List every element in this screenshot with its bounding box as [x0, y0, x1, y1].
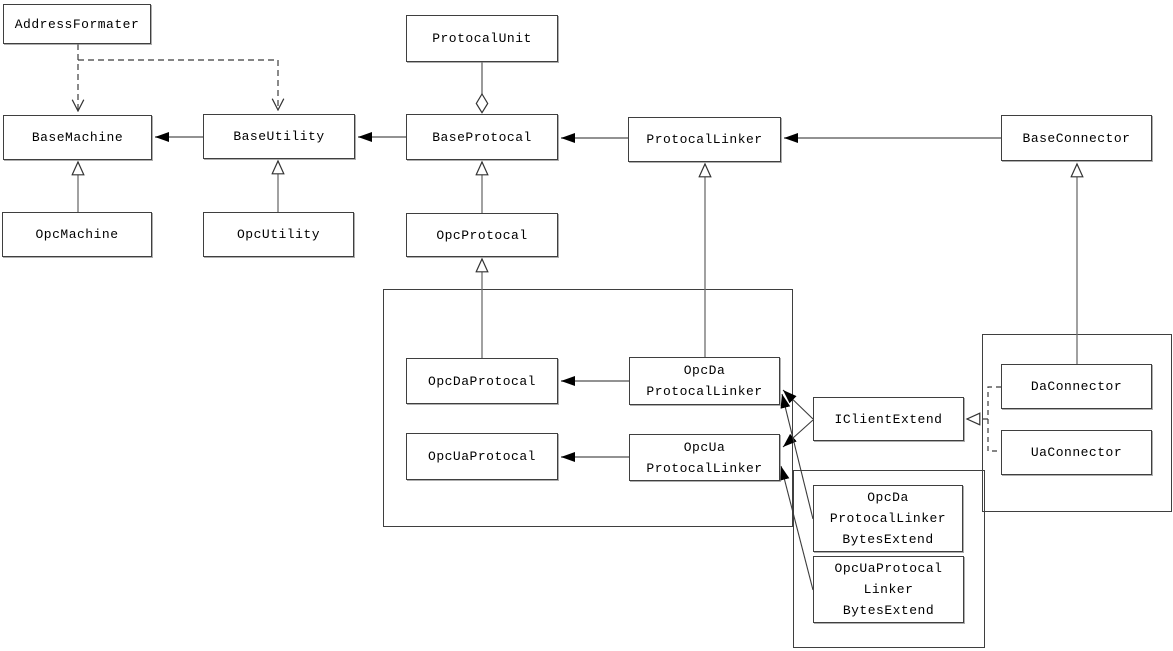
class-box-protocal-unit: ProtocalUnit: [406, 15, 558, 62]
class-box-opc-utility: OpcUtility: [203, 212, 354, 257]
class-label-ua-connector: UaConnector: [1030, 445, 1123, 460]
class-box-address-formater: AddressFormater: [3, 4, 151, 44]
class-box-base-protocal: BaseProtocal: [406, 114, 558, 160]
class-label-protocal-linker: ProtocalLinker: [646, 132, 763, 147]
class-label-opc-ua-protocal: OpcUaProtocal: [428, 449, 536, 464]
class-label-address-formater: AddressFormater: [14, 16, 140, 32]
class-box-opc-machine: OpcMachine: [2, 212, 152, 257]
class-label-opc-machine: OpcMachine: [35, 227, 119, 242]
class-box-protocal-linker: ProtocalLinker: [628, 117, 781, 162]
class-label-opc-ua-protocal-linker-bytes-extend: OpcUaProtocal Linker BytesExtend: [834, 561, 943, 618]
class-label-opc-ua-protocal-linker: OpcUa ProtocalLinker: [646, 439, 763, 476]
class-box-ua-connector: UaConnector: [1001, 430, 1152, 475]
class-box-opc-da-protocal-linker-bytes-extend: OpcDa ProtocalLinker BytesExtend: [813, 485, 963, 552]
group-opc-protocal-implementations: [383, 289, 793, 527]
class-label-opc-da-protocal-linker: OpcDa ProtocalLinker: [646, 363, 763, 399]
class-box-opc-protocal: OpcProtocal: [406, 213, 558, 257]
class-label-base-connector: BaseConnector: [1022, 130, 1131, 146]
class-label-opc-protocal: OpcProtocal: [436, 227, 528, 243]
class-box-opc-da-protocal: OpcDaProtocal: [406, 358, 558, 404]
class-box-opc-da-protocal-linker: OpcDa ProtocalLinker: [629, 357, 780, 405]
class-box-base-connector: BaseConnector: [1001, 115, 1152, 161]
class-label-base-machine: BaseMachine: [31, 130, 124, 145]
class-box-base-utility: BaseUtility: [203, 114, 355, 159]
class-label-base-protocal: BaseProtocal: [432, 129, 532, 145]
class-label-da-connector: DaConnector: [1030, 379, 1123, 394]
class-label-opc-da-protocal-linker-bytes-extend: OpcDa ProtocalLinker BytesExtend: [829, 490, 947, 547]
class-box-opc-ua-protocal-linker-bytes-extend: OpcUaProtocal Linker BytesExtend: [813, 556, 964, 623]
class-box-opc-ua-protocal-linker: OpcUa ProtocalLinker: [629, 434, 780, 481]
class-box-i-client-extend: IClientExtend: [813, 397, 964, 441]
class-box-base-machine: BaseMachine: [3, 115, 152, 160]
class-label-i-client-extend: IClientExtend: [834, 411, 943, 427]
dep-addressformater-baseutility: [78, 59, 278, 110]
real-connectors-bracket: [987, 386, 1001, 452]
assoc-opcdabytesextend-opcdaprotocallinker: [780, 393, 814, 520]
class-box-opc-ua-protocal: OpcUaProtocal: [406, 433, 558, 480]
class-label-opc-utility: OpcUtility: [236, 227, 320, 242]
assoc-iclientextend-opcuaprotocallinker: [782, 419, 814, 448]
class-box-da-connector: DaConnector: [1001, 364, 1152, 409]
group-bytes-extend: [793, 470, 985, 648]
assoc-opcuabytesextend-opcuaprotocallinker: [779, 465, 814, 591]
class-label-opc-da-protocal: OpcDaProtocal: [428, 373, 536, 389]
class-label-protocal-unit: ProtocalUnit: [432, 31, 532, 46]
class-label-base-utility: BaseUtility: [233, 129, 325, 144]
